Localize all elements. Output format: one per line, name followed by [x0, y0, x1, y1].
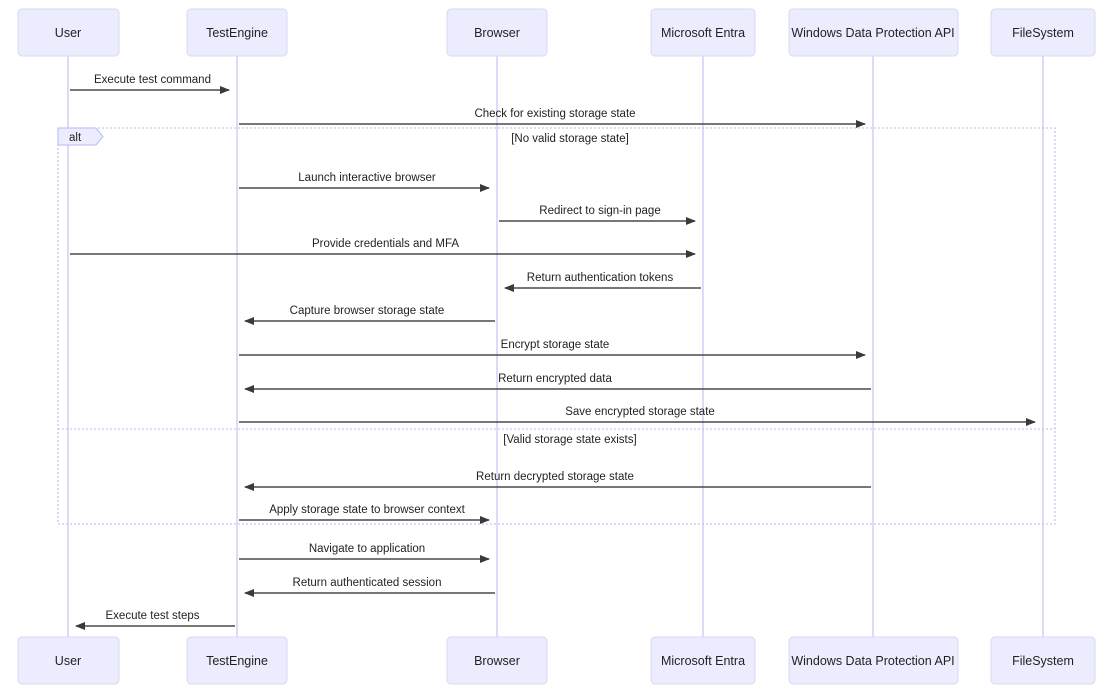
participant-engine-top[interactable]: TestEngine [186, 8, 288, 57]
message-label: Execute test command [94, 74, 211, 86]
message-label: Provide credentials and MFA [312, 238, 459, 250]
participant-box[interactable] [446, 636, 548, 685]
message-2: Check for existing storage state [239, 108, 866, 128]
message-13: Navigate to application [239, 543, 490, 563]
alt-fragment-layer: alt [No valid storage state] [Valid storag… [57, 127, 1056, 525]
participant-box[interactable] [186, 636, 288, 685]
message-9: Return encrypted data [244, 373, 871, 393]
message-8: Encrypt storage state [239, 339, 866, 359]
message-label: Navigate to application [309, 543, 425, 555]
message-label: Launch interactive browser [298, 172, 436, 184]
message-5: Provide credentials and MFA [70, 238, 696, 258]
participant-box[interactable] [446, 8, 548, 57]
participant-box[interactable] [17, 8, 120, 57]
message-1: Execute test command [70, 74, 230, 94]
participant-label: Windows Data Protection API [791, 654, 954, 668]
message-label: Execute test steps [106, 610, 200, 622]
participant-browser-bottom[interactable]: Browser [446, 636, 548, 685]
participant-label: Browser [474, 654, 520, 668]
participant-label: TestEngine [206, 654, 268, 668]
message-4: Redirect to sign-in page [499, 205, 696, 225]
message-label: Return authenticated session [293, 577, 442, 589]
alt-fragment-frame [57, 127, 1056, 525]
participant-entra-top[interactable]: Microsoft Entra [650, 8, 756, 57]
participant-box[interactable] [650, 8, 756, 57]
participant-box[interactable] [990, 8, 1096, 57]
participant-dpapi-bottom[interactable]: Windows Data Protection API [788, 636, 959, 685]
participant-fs-bottom[interactable]: FileSystem [990, 636, 1096, 685]
message-6: Return authentication tokens [504, 272, 701, 292]
message-label: Encrypt storage state [501, 339, 610, 351]
participant-box[interactable] [186, 8, 288, 57]
participant-label: User [55, 26, 81, 40]
participant-dpapi-top[interactable]: Windows Data Protection API [788, 8, 959, 57]
participant-fs-top[interactable]: FileSystem [990, 8, 1096, 57]
lifelines-layer [67, 56, 1044, 637]
participant-engine-bottom[interactable]: TestEngine [186, 636, 288, 685]
message-label: Return authentication tokens [527, 272, 674, 284]
message-label: Apply storage state to browser context [269, 504, 465, 516]
participant-browser-top[interactable]: Browser [446, 8, 548, 57]
message-12: Apply storage state to browser context [239, 504, 490, 524]
participant-label: Microsoft Entra [661, 654, 745, 668]
message-7: Capture browser storage state [244, 305, 495, 325]
participant-box[interactable] [17, 636, 120, 685]
participant-label: TestEngine [206, 26, 268, 40]
alt-condition-label-1: [Valid storage state exists] [503, 434, 636, 446]
alt-operator-tag [57, 127, 104, 146]
message-15: Execute test steps [75, 610, 235, 630]
message-label: Check for existing storage state [474, 108, 635, 120]
participant-label: Microsoft Entra [661, 26, 745, 40]
message-14: Return authenticated session [244, 577, 495, 597]
participant-user-top[interactable]: User [17, 8, 120, 57]
participant-label: FileSystem [1012, 654, 1074, 668]
message-label: Redirect to sign-in page [539, 205, 660, 217]
participant-box[interactable] [650, 636, 756, 685]
alt-condition-label-0: [No valid storage state] [511, 133, 629, 145]
participant-entra-bottom[interactable]: Microsoft Entra [650, 636, 756, 685]
participant-label: User [55, 654, 81, 668]
message-10: Save encrypted storage state [239, 406, 1036, 426]
participant-box[interactable] [788, 8, 959, 57]
participant-user-bottom[interactable]: User [17, 636, 120, 685]
message-label: Save encrypted storage state [565, 406, 715, 418]
participants-layer: UserUserTestEngineTestEngineBrowserBrows… [17, 8, 1096, 685]
message-label: Return decrypted storage state [476, 471, 634, 483]
participant-label: Browser [474, 26, 520, 40]
message-label: Return encrypted data [498, 373, 612, 385]
message-11: Return decrypted storage state [244, 471, 871, 491]
participant-label: Windows Data Protection API [791, 26, 954, 40]
alt-operator-label: alt [69, 132, 82, 144]
message-label: Capture browser storage state [290, 305, 445, 317]
participant-label: FileSystem [1012, 26, 1074, 40]
message-3: Launch interactive browser [239, 172, 490, 192]
participant-box[interactable] [788, 636, 959, 685]
participant-box[interactable] [990, 636, 1096, 685]
